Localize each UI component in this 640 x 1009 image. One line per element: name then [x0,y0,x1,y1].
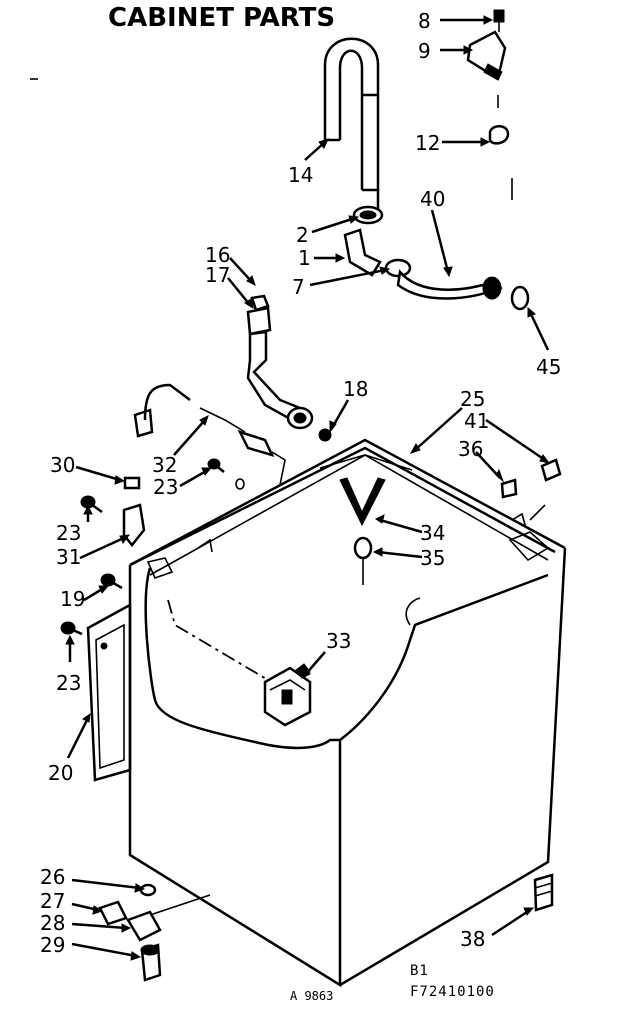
rear-leg-38 [533,873,554,912]
leader-lines [65,15,551,961]
screw-23b [80,495,103,514]
callout-36: 36 [458,437,483,461]
strap-34 [319,454,413,585]
callout-23-low: 23 [56,671,81,695]
elbow-fitting [343,228,382,277]
callout-29: 29 [40,933,65,957]
callout-31: 31 [56,545,81,569]
wire-harness [133,383,286,486]
screw-23c [60,621,83,636]
callout-12: 12 [415,131,440,155]
diagram-title: CABINET PARTS [108,3,335,33]
callout-20: 20 [48,761,73,785]
screw-23a [207,458,245,490]
hose-clamp [384,258,412,278]
callout-45: 45 [536,355,561,379]
callout-40: 40 [420,187,445,211]
callout-30: 30 [50,453,75,477]
footer-code-drawing: A 9863 [290,989,333,1003]
side-panel [86,602,132,782]
front-leg [98,883,211,982]
callout-18: 18 [343,377,368,401]
callout-14: 14 [288,163,313,187]
bracket-31 [122,503,146,548]
callout-17: 17 [205,263,230,287]
callout-9: 9 [418,39,431,63]
callout-34: 34 [420,521,445,545]
callout-23-top: 23 [153,475,178,499]
callout-labels: 8 9 12 14 2 1 7 40 45 16 17 18 25 41 36 … [40,9,561,957]
callout-41: 41 [464,409,489,433]
callout-38: 38 [460,927,485,951]
callout-27: 27 [40,889,65,913]
callout-28: 28 [40,911,65,935]
hose-clamp-45 [510,285,530,311]
cabinet [128,438,567,988]
screw-8 [493,9,505,32]
callout-16: 16 [205,243,230,267]
callout-19: 19 [60,587,85,611]
callout-7: 7 [292,275,305,299]
washer-18 [318,428,332,442]
callout-8: 8 [418,9,431,33]
clip-41 [540,458,562,482]
knob-36 [500,478,518,499]
callout-25: 25 [460,387,485,411]
footer-code-part: F72410100 [410,984,495,1000]
inlet-hose [246,294,314,430]
footer-code-b1: B1 [410,963,429,979]
callout-1: 1 [298,246,311,270]
lid-switch [263,663,312,727]
callout-2: 2 [296,223,309,247]
callout-23-left: 23 [56,521,81,545]
callout-26: 26 [40,865,65,889]
callout-33: 33 [326,629,351,653]
clip-30 [123,476,141,490]
clip-12 [488,125,510,145]
callout-35: 35 [420,546,445,570]
drain-hose [323,37,380,212]
callout-32: 32 [152,453,177,477]
